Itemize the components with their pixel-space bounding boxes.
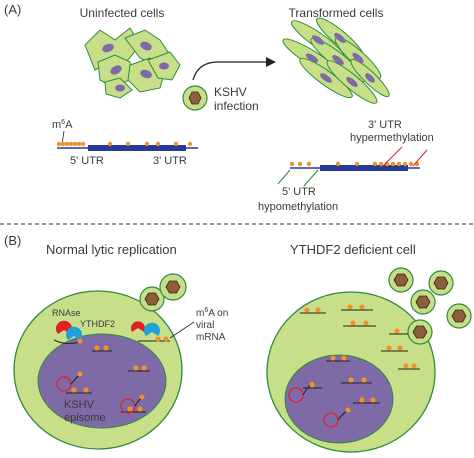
m6a-site — [76, 141, 82, 147]
deficient-nuclear-mrnas — [303, 360, 380, 404]
m6a-site — [297, 161, 303, 167]
infection-arrow — [192, 61, 268, 81]
kshv-episome-line2: episome — [64, 412, 106, 424]
rnase-label: RNAse — [52, 308, 81, 318]
m6a-site — [64, 141, 70, 147]
normal-nuclear-m6a — [71, 345, 147, 412]
m6a-site — [107, 141, 113, 147]
arrow-head-icon — [266, 57, 276, 67]
viral-label: viral — [196, 320, 214, 331]
deficient-episome-transcript-2-m6a — [345, 407, 351, 413]
deficient-title: YTHDF2 deficient cell — [290, 242, 416, 257]
hypo-label-line2: hypomethylation — [258, 201, 338, 213]
hyper-pointer-2 — [412, 149, 428, 167]
utr3-label: 3' UTR — [153, 155, 187, 167]
transformed-nuclei — [305, 32, 375, 88]
m6a-site — [354, 161, 360, 167]
kshv-label-line1: KSHV — [214, 85, 247, 99]
hyper-label-line1: 3' UTR — [368, 119, 402, 131]
rnase-complex-icon — [53, 320, 83, 345]
deficient-virions — [388, 267, 472, 345]
m6a-site — [144, 141, 150, 147]
episome-transcript-2-m6a — [139, 394, 145, 400]
deficient-episome-transcript-1-m6a — [309, 381, 315, 387]
hyper-label-line2: hypermethylation — [350, 132, 434, 144]
m6a-site — [408, 161, 414, 167]
m6a-site — [155, 141, 161, 147]
kshv-label-line2: infection — [214, 99, 259, 113]
mrna-label: mRNA — [196, 332, 226, 343]
uninfected-nuclei — [102, 41, 169, 92]
panel-a-label: (A) — [4, 2, 21, 17]
transformed-title: Transformed cells — [289, 6, 384, 20]
m6a-site — [173, 141, 179, 147]
m6a-site — [378, 161, 384, 167]
normal-title: Normal lytic replication — [46, 242, 177, 257]
deficient-cytoplasmic-m6a — [304, 304, 417, 369]
utr5-label: 5' UTR — [70, 155, 104, 167]
m6a-site — [187, 141, 193, 147]
m6a-sites-left — [56, 141, 193, 147]
hypo-pointer-2 — [303, 169, 319, 187]
uninfected-title: Uninfected cells — [80, 6, 165, 20]
normal-cell — [13, 290, 183, 450]
episome-transcript-1-m6a — [77, 371, 83, 377]
ythdf2-label: YTHDF2 — [80, 319, 115, 329]
deficient-cell — [266, 291, 436, 453]
hypo-pointer-1 — [277, 169, 291, 185]
m6a-site — [80, 141, 86, 147]
m6a-site — [289, 161, 295, 167]
m6a-site — [60, 141, 66, 147]
m6a-site — [372, 161, 378, 167]
m6a-site — [390, 161, 396, 167]
m6a-on-label: m6A on — [196, 307, 228, 319]
mrna-cds-left — [88, 145, 186, 151]
m6a-label: m6A — [52, 119, 73, 131]
m6a-site — [68, 141, 74, 147]
mrna-cds-right — [320, 165, 408, 171]
m6a-site — [396, 161, 402, 167]
hypo-label-line1: 5' UTR — [282, 186, 316, 198]
m6a-site — [402, 161, 408, 167]
panel-b-label: (B) — [4, 233, 21, 248]
m6a-site — [335, 161, 341, 167]
m6a-site — [125, 141, 131, 147]
m6a-site — [306, 161, 312, 167]
normal-virions — [139, 273, 187, 312]
hyper-pointer-1 — [382, 146, 403, 167]
m6a-sites-right — [289, 161, 420, 167]
ythdf2-mrna-icon — [131, 321, 170, 342]
m6a-on-pointer — [169, 321, 195, 339]
kshv-virion-icon — [182, 85, 208, 111]
m6a-site — [56, 141, 62, 147]
kshv-episome-line1: KSHV — [64, 399, 95, 411]
deficient-cytoplasmic-mrnas — [300, 309, 420, 370]
m6a-site — [72, 141, 78, 147]
